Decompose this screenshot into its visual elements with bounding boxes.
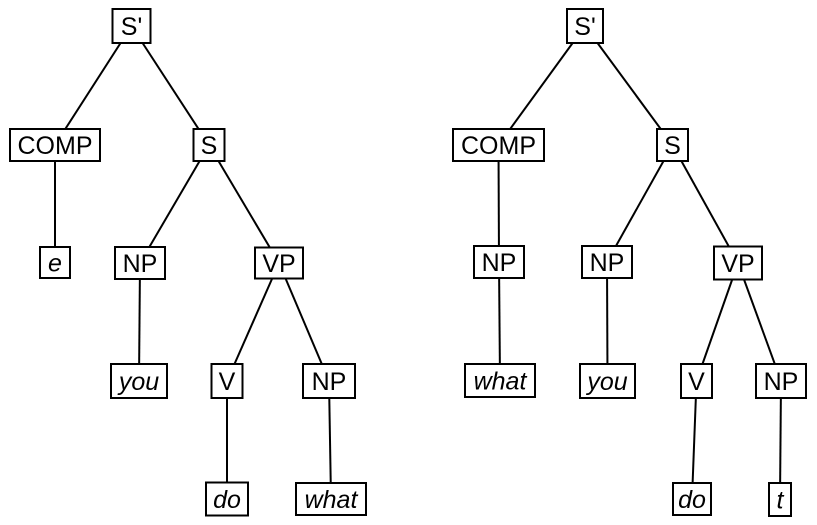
tree-node-box-what xyxy=(295,482,367,516)
tree-node-label-vp: VP xyxy=(262,250,295,278)
right-tree-wh-moved: S' COMP S NP NP VP what you V NP do t xyxy=(452,8,807,517)
tree-edge-s-np-subj xyxy=(606,144,674,263)
tree-node-box-comp xyxy=(9,128,101,162)
tree-node-label-np-obj: NP xyxy=(764,368,799,396)
tree-node-box-v xyxy=(210,363,244,399)
tree-node-label-s: S xyxy=(664,132,681,160)
tree-node-label-np-obj: NP xyxy=(312,368,347,396)
tree-node-box-e xyxy=(39,246,71,279)
tree-node-box-s-prime xyxy=(566,8,604,44)
tree-node-box-t xyxy=(768,482,792,517)
tree-node-label-np-subj: NP xyxy=(590,249,625,277)
tree-node-label-v: V xyxy=(688,368,705,396)
tree-node-box-do xyxy=(672,482,712,516)
tree-node-box-you xyxy=(579,363,636,399)
tree-edge-s-prime-s xyxy=(584,25,674,146)
tree-node-label-you: you xyxy=(585,368,627,396)
tree-node-box-what xyxy=(464,363,536,398)
tree-node-box-np-obj xyxy=(302,363,356,399)
tree-edge-vp-v xyxy=(226,262,280,382)
tree-node-label-comp: COMP xyxy=(18,132,93,160)
tree-node-box-comp xyxy=(452,128,545,162)
tree-edge-s-np-subj xyxy=(139,144,210,264)
tree-node-box-np-subj xyxy=(114,246,166,280)
tree-node-label-v: V xyxy=(219,368,236,396)
tree-node-box-v xyxy=(680,363,713,399)
tree-node-box-you xyxy=(110,363,168,399)
tree-edge-vp-np-obj xyxy=(737,262,782,382)
tree-node-box-np-obj xyxy=(755,363,807,399)
tree-node-label-vp: VP xyxy=(721,250,754,278)
tree-node-box-do xyxy=(205,481,249,517)
tree-node-label-s-prime: S' xyxy=(574,13,595,41)
tree-node-box-np-comp xyxy=(473,245,525,279)
tree-node-label-np-comp: NP xyxy=(482,249,517,277)
tree-node-label-e: e xyxy=(48,250,62,278)
tree-edge-s-prime-comp xyxy=(54,25,133,146)
tree-edge-np-obj-what xyxy=(328,380,332,500)
tree-edge-s-prime-s xyxy=(130,25,210,146)
tree-edge-np-comp-what xyxy=(498,261,501,381)
tree-node-box-vp xyxy=(254,246,304,280)
tree-node-label-do: do xyxy=(213,486,241,514)
tree-node-label-np-subj: NP xyxy=(123,250,158,278)
tree-edge-s-vp xyxy=(208,144,280,264)
tree-edge-np-obj-t xyxy=(779,380,782,500)
tree-node-box-s-prime xyxy=(111,8,152,44)
tree-node-label-what: what xyxy=(474,368,528,396)
tree-node-box-vp xyxy=(713,245,763,281)
tree-edge-vp-v xyxy=(695,262,739,382)
tree-edge-s-prime-comp xyxy=(497,25,586,146)
tree-node-label-comp: COMP xyxy=(461,132,536,160)
tree-node-box-s xyxy=(192,128,226,162)
tree-node-label-you: you xyxy=(117,368,159,396)
tree-edge-s-vp xyxy=(671,144,739,264)
tree-node-label-s: S xyxy=(201,132,218,160)
tree-node-box-s xyxy=(656,128,689,162)
tree-node-label-s-prime: S' xyxy=(121,13,142,41)
tree-edge-v-do xyxy=(691,380,698,500)
tree-node-label-t: t xyxy=(777,487,785,515)
tree-edge-vp-np-obj xyxy=(278,262,330,382)
tree-edge-np-subj-you xyxy=(138,262,141,382)
tree-node-label-do: do xyxy=(678,486,706,514)
tree-edge-comp-np-comp xyxy=(497,144,500,263)
tree-node-box-np-subj xyxy=(581,245,633,279)
tree-edge-np-subj-you xyxy=(606,261,609,382)
tree-node-label-what: what xyxy=(305,486,359,514)
